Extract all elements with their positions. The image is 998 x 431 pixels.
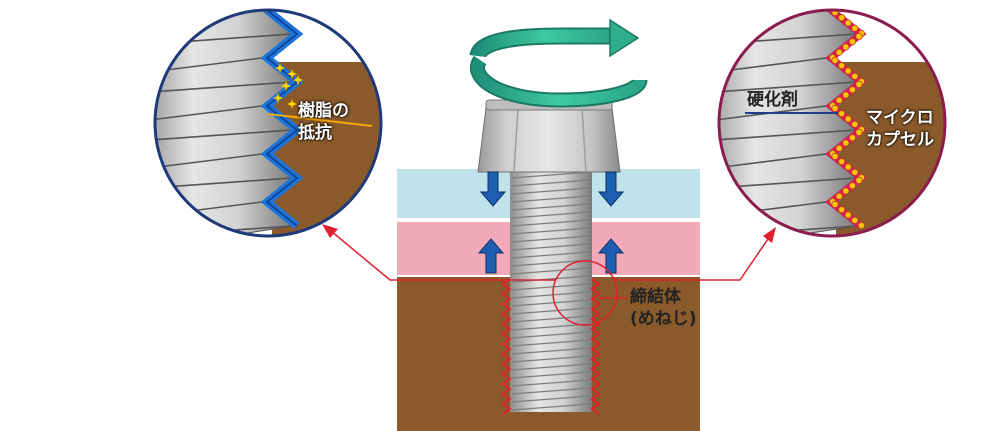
fastened-body-line2: (めねじ) (630, 309, 697, 329)
bolt-head (477, 99, 621, 173)
fastened-body-label: 締結体 (めねじ) (630, 286, 697, 330)
focus-circle (552, 260, 618, 326)
leader-lines (330, 230, 771, 281)
resin-leader (267, 113, 373, 127)
press-down-arrow-icon (597, 171, 625, 207)
resistance-spark-icon (293, 74, 303, 86)
press-up-arrow-icon (597, 238, 625, 274)
rotation-arrow-icon (469, 18, 648, 108)
microcapsule-line2: カプセル (866, 130, 934, 150)
press-up-arrow-icon (477, 238, 505, 274)
right-magnifier (719, 10, 945, 236)
resin-resistance-line2: 抵抗 (298, 123, 332, 143)
left-magnifier (155, 10, 381, 236)
hardener-label: 硬化剤 (747, 90, 798, 110)
leader-arrowhead-left (322, 224, 338, 238)
female-thread-left (501, 278, 512, 415)
fastened-body-line1: 締結体 (630, 287, 681, 307)
bolt-shank (501, 169, 601, 415)
resistance-spark-icon (287, 68, 297, 80)
microcapsule-line1: マイクロ (866, 108, 934, 128)
resin-resistance-label: 樹脂の 抵抗 (298, 100, 349, 144)
left-magnifier-rim (153, 8, 383, 238)
right-magnifier-rim (717, 8, 947, 238)
microcapsule-label: マイクロ カプセル (866, 107, 934, 151)
leader-arrowhead-right (763, 227, 776, 243)
resistance-spark-icon (273, 92, 283, 104)
resistance-spark-icon (287, 98, 297, 110)
female-thread-right (590, 278, 601, 415)
press-down-arrow-icon (479, 171, 507, 207)
resistance-spark-icon (281, 80, 291, 92)
resistance-spark-icon (275, 62, 285, 74)
resin-resistance-line1: 樹脂の (298, 101, 349, 121)
